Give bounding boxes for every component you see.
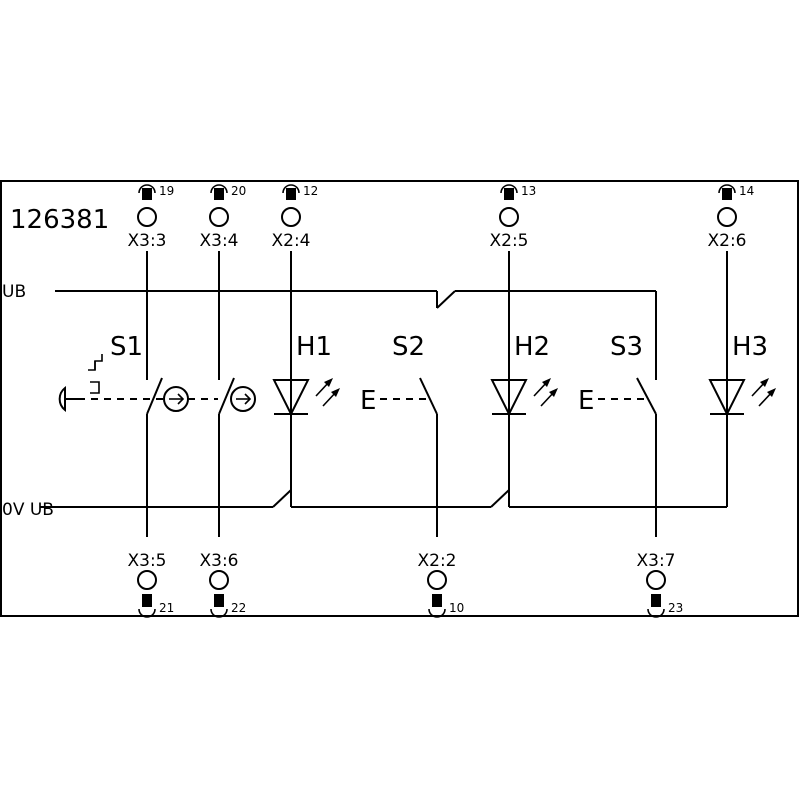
terminal-label: X2:5 xyxy=(489,231,528,251)
pin-number: 10 xyxy=(449,601,464,615)
terminal-label: X2:4 xyxy=(271,231,310,251)
emergency-stop-icon xyxy=(58,354,103,413)
ub-rail xyxy=(55,290,657,380)
terminal-label: X2:6 xyxy=(707,231,746,251)
top-terminal-x2-5: 13 X2:5 xyxy=(489,184,536,251)
s1-label: S1 xyxy=(110,332,143,362)
pin-number: 12 xyxy=(303,184,318,198)
switch-s2: S2 E xyxy=(360,332,438,537)
terminal-label: X3:3 xyxy=(127,231,166,251)
switch-s1-contact-2 xyxy=(218,251,256,537)
pin-number: 13 xyxy=(521,184,536,198)
terminal-label: X3:4 xyxy=(199,231,238,251)
lamp-h1: H1 xyxy=(272,251,340,507)
s2-label: S2 xyxy=(392,332,425,362)
bottom-terminal-x3-5: X3:5 21 xyxy=(127,551,174,618)
zero-ub-rail xyxy=(40,489,727,508)
terminal-label: X3:6 xyxy=(199,551,238,571)
part-number: 126381 xyxy=(10,205,109,235)
pin-number: 19 xyxy=(159,184,174,198)
bottom-terminal-x2-2: X2:2 10 xyxy=(417,551,464,618)
h2-label: H2 xyxy=(514,332,550,362)
top-terminal-x2-6: 14 X2:6 xyxy=(707,184,754,251)
ub-rail-label: UB xyxy=(2,282,26,302)
pin-number: 21 xyxy=(159,601,174,615)
terminal-label: X2:2 xyxy=(417,551,456,571)
top-terminal-x3-3: 19 X3:3 xyxy=(127,184,174,251)
pin-number: 14 xyxy=(739,184,754,198)
top-terminal-x3-4: 20 X3:4 xyxy=(199,184,246,251)
h1-label: H1 xyxy=(296,332,332,362)
lamp-h2: H2 xyxy=(490,251,558,490)
s2-enable-label: E xyxy=(360,386,376,416)
switch-s3: S3 E xyxy=(578,332,657,537)
pin-number: 23 xyxy=(668,601,683,615)
bottom-terminal-x3-7: X3:7 23 xyxy=(636,551,683,618)
pin-number: 20 xyxy=(231,184,246,198)
latching-mechanism-icon xyxy=(163,386,189,412)
h3-label: H3 xyxy=(732,332,768,362)
top-terminal-x2-4: 12 X2:4 xyxy=(271,184,318,251)
s3-label: S3 xyxy=(610,332,643,362)
light-emission-icon xyxy=(751,378,776,407)
pin-number: 22 xyxy=(231,601,246,615)
zero-ub-rail-label: 0V UB xyxy=(2,500,54,520)
latching-mechanism-icon xyxy=(230,386,256,412)
diagram-frame xyxy=(0,180,799,617)
s3-enable-label: E xyxy=(578,386,594,416)
terminal-label: X3:5 xyxy=(127,551,166,571)
light-emission-icon xyxy=(533,378,558,407)
terminal-label: X3:7 xyxy=(636,551,675,571)
light-emission-icon xyxy=(315,378,340,407)
bottom-terminal-x3-6: X3:6 22 xyxy=(199,551,246,618)
switch-s1: S1 xyxy=(58,251,218,537)
lamp-h3: H3 xyxy=(708,251,776,507)
